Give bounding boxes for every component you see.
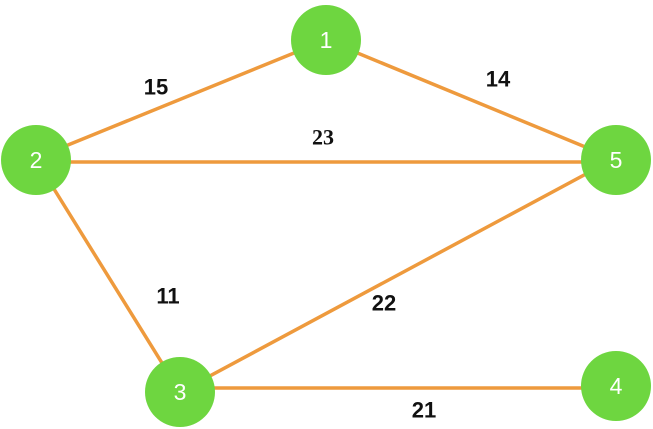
weight-label-2-5: 23 [312, 125, 334, 150]
weight-label-3-5: 22 [372, 291, 396, 316]
node-1: 1 [291, 5, 361, 75]
node-3: 3 [145, 357, 215, 427]
node-5: 5 [581, 125, 651, 195]
node-label-5: 5 [610, 147, 623, 173]
node-2: 2 [1, 125, 71, 195]
edge-3-5 [178, 158, 614, 394]
weight-label-3-4: 21 [412, 398, 436, 423]
node-label-3: 3 [174, 379, 187, 405]
edge-2-1 [34, 38, 328, 160]
node-label-1: 1 [320, 27, 333, 53]
node-circle-1 [291, 5, 361, 75]
node-circle-3 [145, 357, 215, 427]
weight-label-2-1: 15 [144, 75, 168, 100]
edges [34, 38, 618, 394]
node-circle-5 [581, 125, 651, 195]
node-4: 4 [581, 351, 651, 421]
edge-2-3 [34, 158, 182, 394]
node-circle-4 [581, 351, 651, 421]
weight-label-2-3: 11 [156, 284, 179, 309]
node-label-2: 2 [30, 147, 43, 173]
edge-1-5 [324, 38, 614, 160]
nodes: 1 2 3 4 5 [1, 5, 651, 427]
node-label-4: 4 [610, 373, 623, 399]
node-circle-2 [1, 125, 71, 195]
edge-weights: 15 14 23 11 22 21 [144, 67, 511, 423]
weight-label-1-5: 14 [486, 67, 511, 92]
